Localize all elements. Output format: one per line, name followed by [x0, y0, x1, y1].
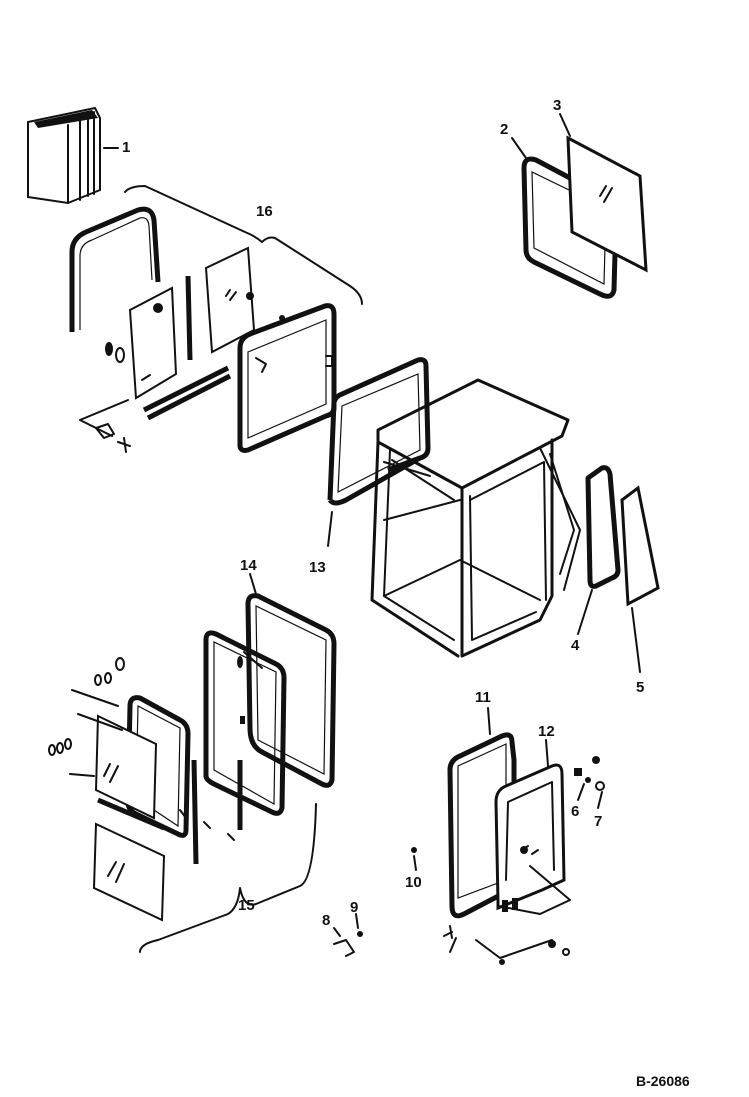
part-12-door-glass: [475, 763, 571, 959]
callout-6: 6: [571, 803, 579, 820]
callout-14: 14: [240, 557, 257, 574]
callout-13: 13: [309, 559, 326, 576]
callout-15: 15: [238, 897, 255, 914]
callout-4: 4: [571, 637, 580, 654]
leader-2: [511, 137, 527, 159]
leader-14: [249, 573, 257, 595]
part-16-door-group: [69, 206, 337, 453]
leader-4: [577, 589, 593, 635]
misc-fasteners: [411, 847, 570, 965]
bracket-15: [139, 803, 317, 953]
cab-body: [370, 378, 581, 658]
leader-12: [545, 739, 549, 767]
leader-3: [559, 113, 571, 137]
callout-2: 2: [500, 121, 508, 138]
leader-6: [577, 783, 585, 801]
part-8-9-hardware: [333, 931, 363, 957]
drawing-code: B-26086: [636, 1073, 690, 1089]
callout-16: 16: [256, 203, 273, 220]
leader-8: [333, 927, 341, 937]
leader-13: [327, 511, 333, 547]
part-14-seal: [245, 593, 337, 788]
leader-10: [413, 855, 417, 871]
callout-3: 3: [553, 97, 561, 114]
part-11-seal: [447, 732, 517, 919]
part-1-block: [27, 106, 101, 205]
leader-5: [631, 607, 641, 673]
callout-8: 8: [322, 912, 330, 929]
part-3-glass-panel: [566, 135, 648, 273]
part-6-7-hardware: [574, 756, 605, 791]
part-4-seal: [585, 465, 621, 589]
callout-9: 9: [350, 899, 358, 916]
leader-misc: [449, 937, 457, 953]
callout-11: 11: [475, 689, 491, 706]
bracket-16: [124, 185, 363, 305]
part-5-glass: [620, 485, 660, 607]
part-15-door-group: [48, 630, 287, 922]
callout-12: 12: [538, 723, 555, 740]
callout-5: 5: [636, 679, 644, 696]
callout-7: 7: [594, 813, 602, 830]
leader-11: [487, 707, 491, 735]
leader-7: [597, 791, 603, 809]
callout-1: 1: [122, 139, 130, 156]
callout-10: 10: [405, 874, 422, 891]
leader-9: [355, 913, 359, 929]
